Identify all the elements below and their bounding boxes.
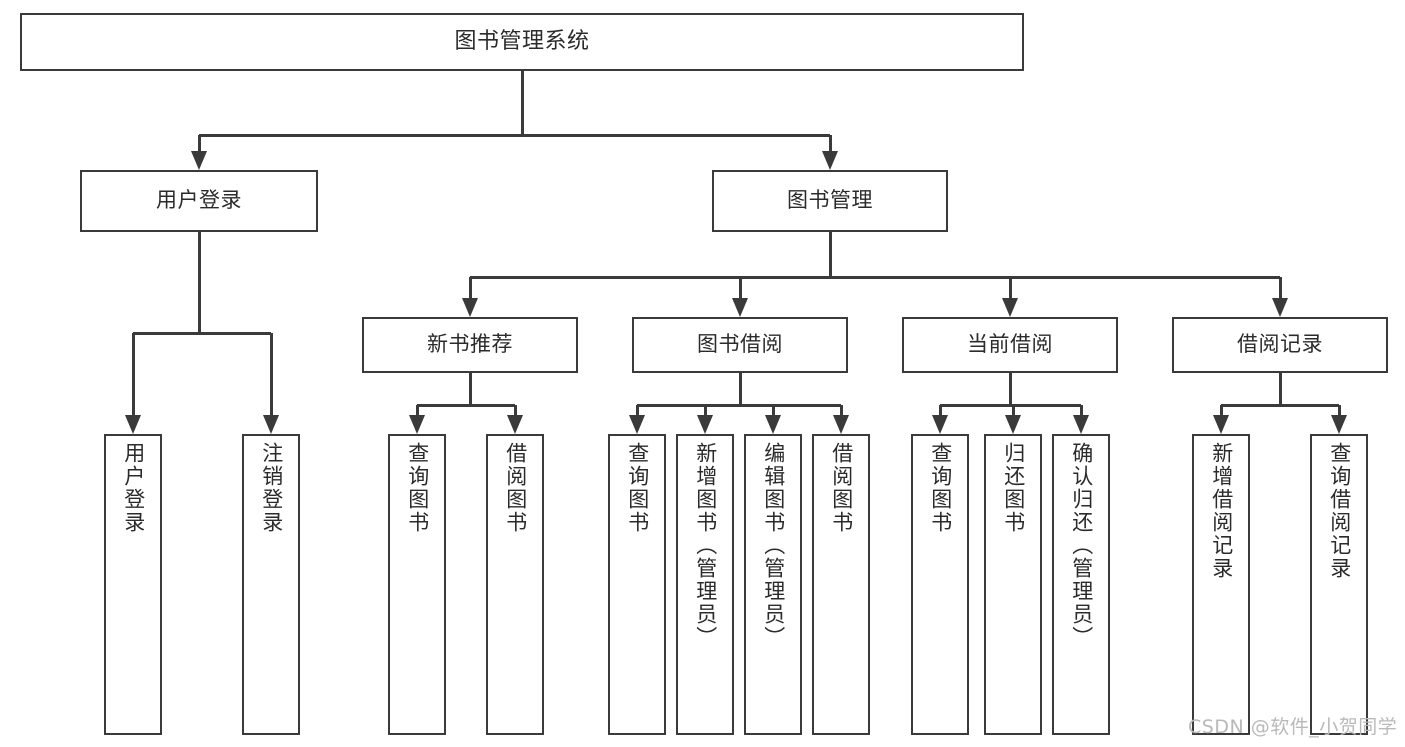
node-leaf-return-book-label: 归还图书 bbox=[1001, 442, 1026, 534]
arrow-head-icon bbox=[507, 415, 523, 434]
node-leaf-user-login-label: 用户登录 bbox=[121, 442, 146, 534]
arrow-head-icon bbox=[765, 415, 781, 434]
node-user-login-label: 用户登录 bbox=[156, 188, 242, 213]
node-leaf-query-book-1[interactable]: 查询图书 bbox=[388, 434, 446, 735]
connector-vertical bbox=[1008, 277, 1012, 298]
node-current-borrow[interactable]: 当前借阅 bbox=[902, 317, 1118, 373]
node-leaf-add-book[interactable]: 新增图书（管理员） bbox=[676, 434, 734, 735]
node-leaf-query-record-label: 查询借阅记录 bbox=[1327, 442, 1352, 580]
node-root[interactable]: 图书管理系统 bbox=[20, 13, 1024, 71]
connector-horizontal bbox=[417, 403, 515, 407]
connector-vertical bbox=[938, 405, 942, 415]
arrow-head-icon bbox=[1005, 415, 1021, 434]
node-leaf-user-logout[interactable]: 注销登录 bbox=[242, 434, 300, 735]
connector-horizontal bbox=[637, 403, 841, 407]
arrow-head-icon bbox=[732, 298, 748, 317]
connector-vertical bbox=[131, 333, 135, 415]
node-leaf-query-book-3[interactable]: 查询图书 bbox=[911, 434, 969, 735]
node-leaf-confirm-return-label: 确认归还（管理员） bbox=[1069, 442, 1094, 649]
connector-vertical bbox=[828, 135, 832, 151]
node-leaf-edit-book-label: 编辑图书（管理员） bbox=[761, 442, 786, 649]
node-book-borrow-label: 图书借阅 bbox=[697, 332, 783, 357]
connector-vertical bbox=[513, 405, 517, 415]
arrow-head-icon bbox=[629, 415, 645, 434]
arrow-head-icon bbox=[833, 415, 849, 434]
connector-vertical bbox=[703, 405, 707, 415]
node-borrow-record[interactable]: 借阅记录 bbox=[1172, 317, 1388, 373]
node-new-book-recommend[interactable]: 新书推荐 bbox=[362, 317, 578, 373]
node-leaf-query-book-2-label: 查询图书 bbox=[625, 442, 650, 534]
node-leaf-borrow-book-1[interactable]: 借阅图书 bbox=[486, 434, 544, 735]
connector-vertical bbox=[1008, 373, 1012, 405]
connector-vertical bbox=[635, 405, 639, 415]
node-book-manage[interactable]: 图书管理 bbox=[712, 170, 948, 232]
node-leaf-query-book-3-label: 查询图书 bbox=[928, 442, 953, 534]
node-leaf-confirm-return[interactable]: 确认归还（管理员） bbox=[1052, 434, 1110, 735]
connector-vertical bbox=[771, 405, 775, 415]
node-book-borrow[interactable]: 图书借阅 bbox=[632, 317, 848, 373]
node-leaf-borrow-book-2-label: 借阅图书 bbox=[829, 442, 854, 534]
node-leaf-borrow-book-2[interactable]: 借阅图书 bbox=[812, 434, 870, 735]
node-user-login[interactable]: 用户登录 bbox=[80, 170, 318, 232]
arrow-head-icon bbox=[263, 415, 279, 434]
node-leaf-add-record-label: 新增借阅记录 bbox=[1209, 442, 1234, 580]
node-borrow-record-label: 借阅记录 bbox=[1237, 332, 1323, 357]
arrow-head-icon bbox=[462, 298, 478, 317]
connector-vertical bbox=[1079, 405, 1083, 415]
connector-horizontal bbox=[199, 133, 830, 137]
node-leaf-add-record[interactable]: 新增借阅记录 bbox=[1192, 434, 1250, 735]
connector-vertical bbox=[828, 232, 832, 277]
connector-vertical bbox=[520, 71, 524, 135]
node-leaf-return-book[interactable]: 归还图书 bbox=[984, 434, 1042, 735]
connector-horizontal bbox=[1221, 403, 1339, 407]
node-leaf-query-record[interactable]: 查询借阅记录 bbox=[1310, 434, 1368, 735]
arrow-head-icon bbox=[409, 415, 425, 434]
connector-vertical bbox=[839, 405, 843, 415]
node-leaf-edit-book[interactable]: 编辑图书（管理员） bbox=[744, 434, 802, 735]
arrow-head-icon bbox=[1272, 298, 1288, 317]
arrow-head-icon bbox=[1002, 298, 1018, 317]
connector-vertical bbox=[269, 333, 273, 415]
node-new-book-recommend-label: 新书推荐 bbox=[427, 332, 513, 357]
node-current-borrow-label: 当前借阅 bbox=[967, 332, 1053, 357]
arrow-head-icon bbox=[932, 415, 948, 434]
connector-vertical bbox=[468, 373, 472, 405]
arrow-head-icon bbox=[191, 151, 207, 170]
connector-horizontal bbox=[133, 331, 271, 335]
watermark-text: CSDN @软件_小贺同学 bbox=[1188, 716, 1398, 738]
connector-vertical bbox=[738, 277, 742, 298]
connector-vertical bbox=[197, 232, 201, 333]
node-root-label: 图书管理系统 bbox=[454, 28, 590, 54]
connector-vertical bbox=[197, 135, 201, 151]
connector-vertical bbox=[415, 405, 419, 415]
connector-vertical bbox=[1278, 277, 1282, 298]
node-leaf-query-book-2[interactable]: 查询图书 bbox=[608, 434, 666, 735]
node-leaf-user-logout-label: 注销登录 bbox=[259, 442, 284, 534]
connector-vertical bbox=[1337, 405, 1341, 415]
node-leaf-borrow-book-1-label: 借阅图书 bbox=[503, 442, 528, 534]
connector-vertical bbox=[1278, 373, 1282, 405]
connector-vertical bbox=[1011, 405, 1015, 415]
arrow-head-icon bbox=[1213, 415, 1229, 434]
arrow-head-icon bbox=[1073, 415, 1089, 434]
node-leaf-user-login[interactable]: 用户登录 bbox=[104, 434, 162, 735]
connector-vertical bbox=[738, 373, 742, 405]
connector-horizontal bbox=[940, 403, 1081, 407]
arrow-head-icon bbox=[1331, 415, 1347, 434]
node-leaf-query-book-1-label: 查询图书 bbox=[405, 442, 430, 534]
node-leaf-add-book-label: 新增图书（管理员） bbox=[693, 442, 718, 649]
arrow-head-icon bbox=[822, 151, 838, 170]
connector-horizontal bbox=[470, 275, 1280, 279]
connector-vertical bbox=[468, 277, 472, 298]
arrow-head-icon bbox=[125, 415, 141, 434]
node-book-manage-label: 图书管理 bbox=[787, 188, 873, 213]
connector-vertical bbox=[1219, 405, 1223, 415]
arrow-head-icon bbox=[697, 415, 713, 434]
